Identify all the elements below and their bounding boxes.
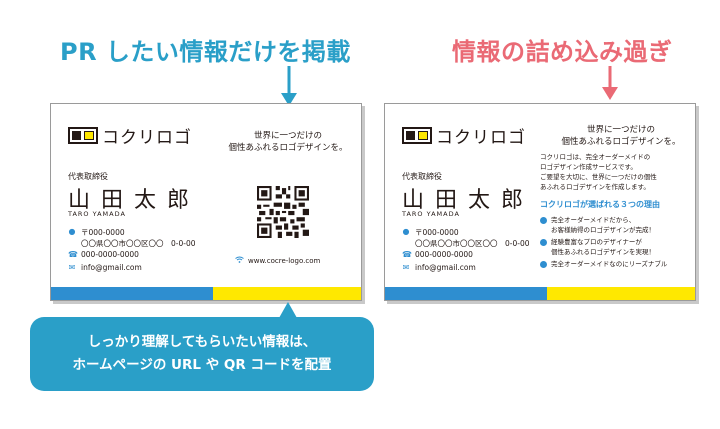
- business-card-bad: コクリロゴ 代表取締役 山田太郎 TARO YAMADA ● 〒000-0000…: [384, 103, 696, 301]
- address-row: ● 〒000-0000 〇〇県〇〇市〇〇区〇〇 0-0-00: [402, 227, 530, 249]
- description-line: ロゴデザイン作成サービスです。: [540, 163, 637, 171]
- catchphrase-line: 世界に一つだけの: [253, 131, 322, 141]
- arrow-down-icon: [602, 66, 618, 100]
- card-stripe-blue: [385, 287, 547, 300]
- phone-row: ☎ 000-0000-0000: [68, 250, 139, 259]
- reason-line: 個性あふれるロゴデザインを実現！: [551, 247, 655, 256]
- logo-text: コクリロゴ: [102, 127, 192, 148]
- person-role: 代表取締役: [402, 172, 442, 181]
- reason-item: 完全オーダーメイドだから、 お客様納得のロゴデザインが完成！: [540, 216, 655, 235]
- callout-tail: [279, 302, 297, 318]
- reason-item: 完全オーダーメイドなのにリーズナブル: [540, 260, 667, 270]
- email-row: ✉ info@gmail.com: [402, 263, 476, 272]
- card-stripe-blue: [51, 287, 213, 300]
- website-row: www.cocre-logo.com: [235, 256, 320, 265]
- card-stripe-yellow: [213, 287, 361, 300]
- heading-good-example: PR したい情報だけを掲載: [60, 38, 351, 66]
- email: info@gmail.com: [81, 263, 142, 272]
- arrow-down-icon: [281, 66, 297, 106]
- description-line: コクリロゴは、完全オーダーメイドの: [540, 153, 651, 161]
- service-description: コクリロゴは、完全オーダーメイドの ロゴデザイン作成サービスです。 ご要望を大切…: [540, 152, 657, 192]
- reason-line: 完全オーダーメイドだから、: [551, 216, 636, 224]
- description-line: あふれるロゴデザインを作成します。: [540, 183, 650, 191]
- logo-text: コクリロゴ: [436, 127, 526, 148]
- bullet-icon: [540, 261, 547, 268]
- email-row: ✉ info@gmail.com: [68, 263, 142, 272]
- catchphrase-line: 個性あふれるロゴデザインを。: [228, 143, 348, 153]
- email: info@gmail.com: [415, 263, 476, 272]
- heading-bad-example: 情報の詰め込み過ぎ: [452, 38, 673, 66]
- logo-mark-icon: [68, 126, 98, 144]
- phone-icon: ☎: [402, 250, 412, 259]
- callout-line: しっかり理解してもらいたい情報は、: [87, 334, 317, 350]
- bullet-icon: [540, 217, 547, 224]
- person-role: 代表取締役: [68, 172, 108, 181]
- person-romaji: TARO YAMADA: [402, 210, 460, 218]
- business-card-good: コクリロゴ 代表取締役 山田太郎 TARO YAMADA ● 〒000-0000…: [50, 103, 362, 301]
- reason-item: 経験豊富なプロのデザイナーが 個性あふれるロゴデザインを実現！: [540, 238, 655, 257]
- company-logo: コクリロゴ: [68, 124, 192, 148]
- description-line: ご要望を大切に、世界に一つだけの個性: [540, 173, 657, 181]
- reason-line: 完全オーダーメイドなのにリーズナブル: [551, 260, 668, 268]
- postal-code: 〒000-0000: [415, 228, 459, 237]
- reason-line: お客様納得のロゴデザインが完成！: [551, 225, 655, 234]
- logo-mark-icon: [402, 126, 432, 144]
- phone-icon: ☎: [68, 250, 78, 259]
- wifi-icon: [235, 256, 244, 265]
- person-name: 山田太郎: [402, 188, 535, 213]
- phone-number: 000-0000-0000: [81, 250, 139, 259]
- mail-icon: ✉: [402, 263, 410, 272]
- phone-row: ☎ 000-0000-0000: [402, 250, 473, 259]
- card-stripe-yellow: [547, 287, 695, 300]
- location-pin-icon: ●: [402, 227, 410, 236]
- address: 〇〇県〇〇市〇〇区〇〇 0-0-00: [81, 239, 196, 248]
- address: 〇〇県〇〇市〇〇区〇〇 0-0-00: [415, 239, 530, 248]
- qr-code-icon[interactable]: [257, 186, 309, 238]
- catchphrase: 世界に一つだけの 個性あふれるロゴデザインを。: [551, 124, 691, 148]
- catchphrase: 世界に一つだけの 個性あふれるロゴデザインを。: [228, 130, 348, 154]
- person-romaji: TARO YAMADA: [68, 210, 126, 218]
- company-logo: コクリロゴ: [402, 124, 526, 148]
- reason-line: 経験豊富なプロのデザイナーが: [551, 238, 642, 246]
- phone-number: 000-0000-0000: [415, 250, 473, 259]
- mail-icon: ✉: [68, 263, 76, 272]
- person-name: 山田太郎: [68, 188, 201, 213]
- catchphrase-line: 世界に一つだけの: [586, 125, 655, 135]
- catchphrase-line: 個性あふれるロゴデザインを。: [561, 137, 681, 147]
- postal-code: 〒000-0000: [81, 228, 125, 237]
- callout-box: しっかり理解してもらいたい情報は、 ホームページの URL や QR コードを配…: [30, 317, 374, 391]
- address-row: ● 〒000-0000 〇〇県〇〇市〇〇区〇〇 0-0-00: [68, 227, 196, 249]
- location-pin-icon: ●: [68, 227, 76, 236]
- bullet-icon: [540, 239, 547, 246]
- website-url[interactable]: www.cocre-logo.com: [248, 256, 321, 265]
- reasons-title: コクリロゴが選ばれる３つの理由: [540, 200, 660, 209]
- callout-line: ホームページの URL や QR コードを配置: [72, 357, 332, 373]
